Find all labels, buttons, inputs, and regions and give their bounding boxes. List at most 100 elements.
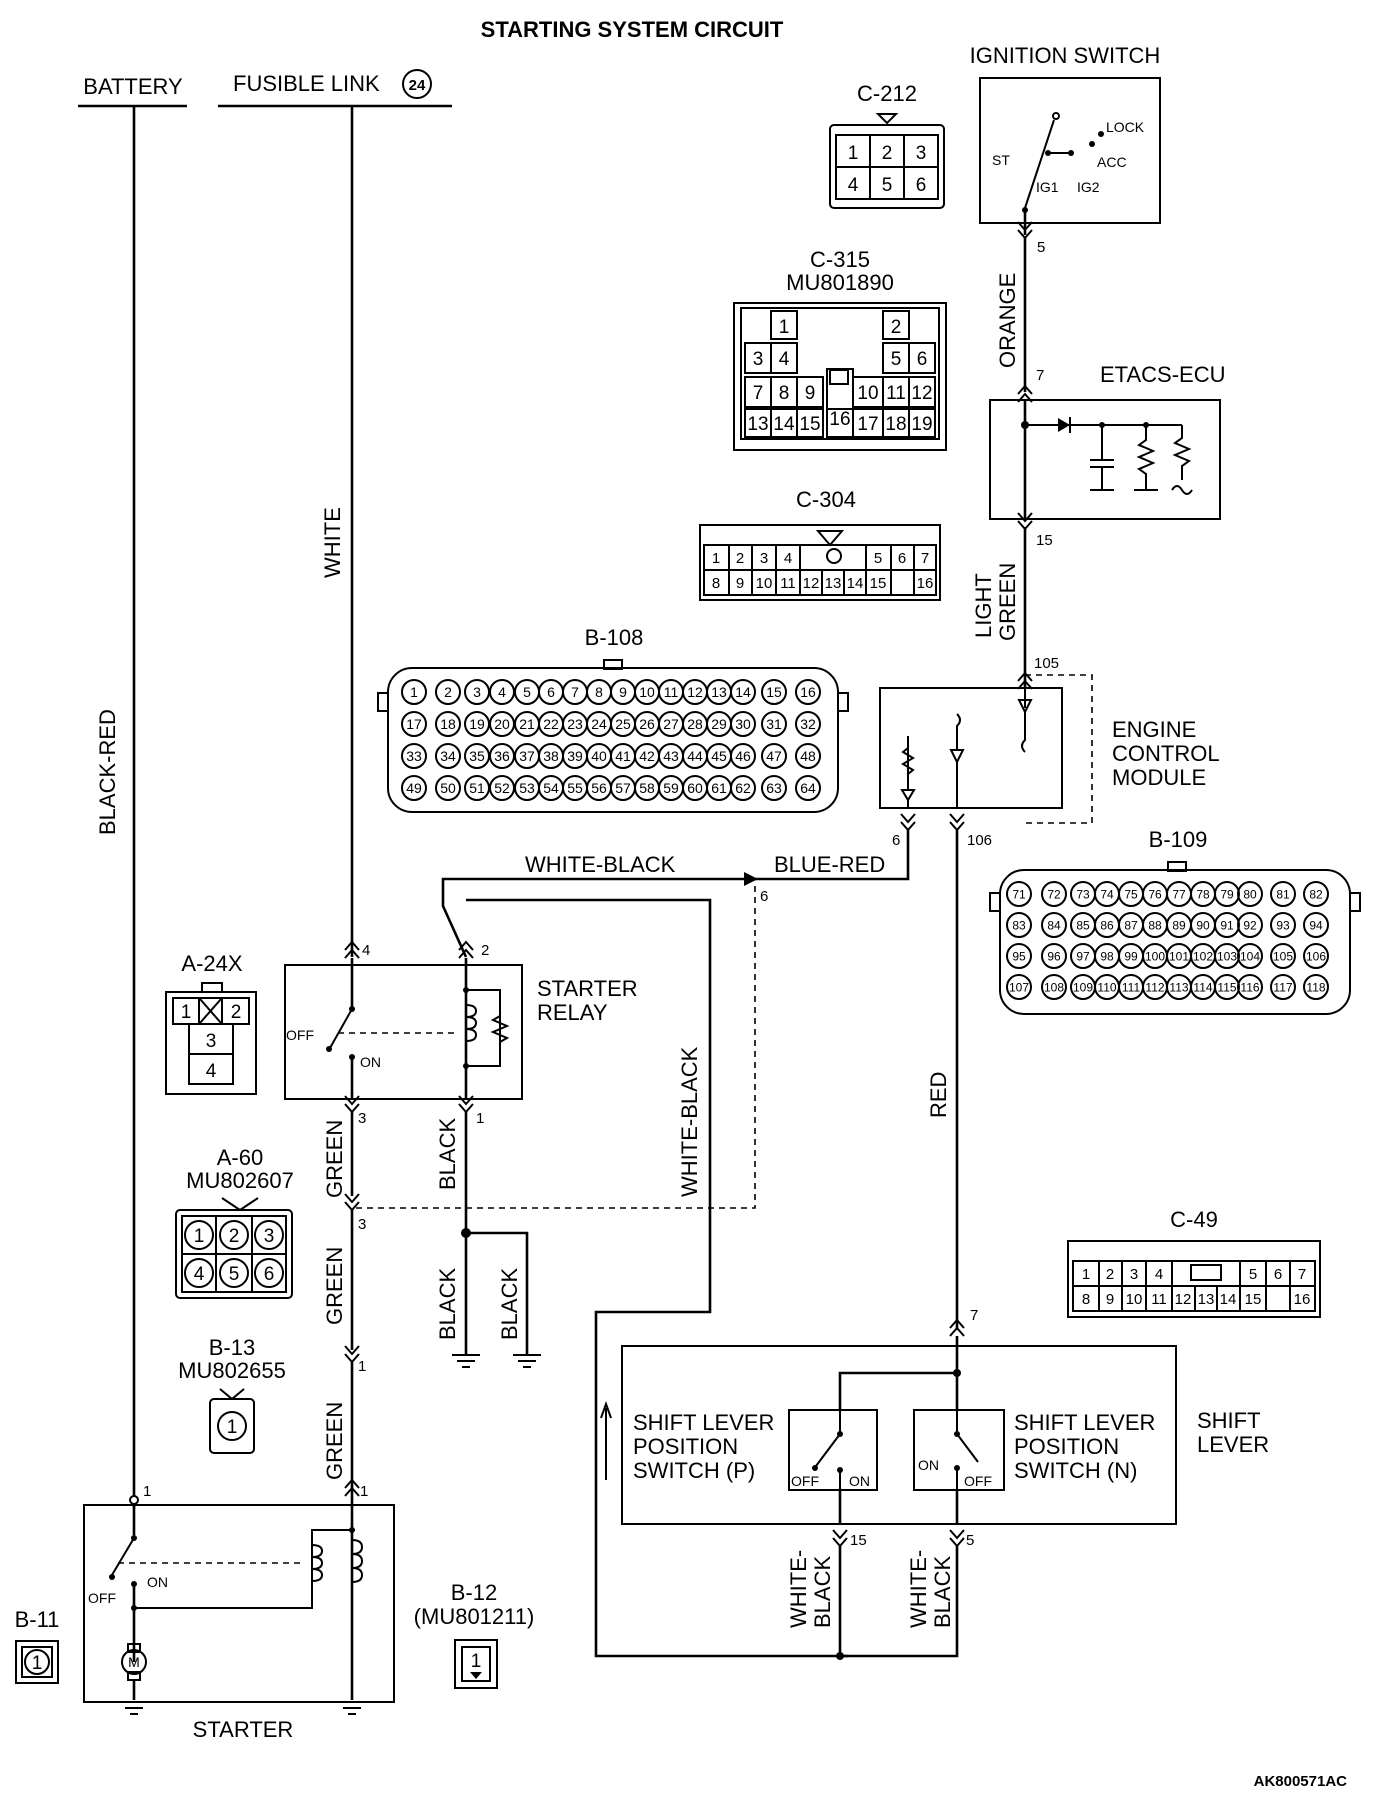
pin-circle xyxy=(435,743,461,769)
wb-split-n-1: WHITE- xyxy=(906,1550,931,1628)
ign-acc: ACC xyxy=(1097,154,1127,170)
c315-cell: 14 xyxy=(773,414,795,435)
pin-number: 36 xyxy=(494,748,510,764)
shift-lever-line2: LEVER xyxy=(1197,1432,1269,1457)
ground-symbol xyxy=(338,1701,366,1715)
connector-b13: B-13 MU802655 1 xyxy=(178,1335,286,1454)
pin-number: 82 xyxy=(1309,887,1323,901)
pin-number: 7 xyxy=(571,684,579,700)
c49-cell: 8 xyxy=(1082,1291,1090,1308)
orange-wire-label: ORANGE xyxy=(995,273,1020,368)
pin-number: 49 xyxy=(406,780,422,796)
pin-number: 47 xyxy=(766,748,782,764)
etacs-pin-7: 7 xyxy=(1036,367,1044,384)
pin-number: 45 xyxy=(711,748,727,764)
ign-lock: LOCK xyxy=(1106,119,1145,135)
c49-cell: 1 xyxy=(1082,1266,1090,1283)
pin-circle xyxy=(1270,912,1296,938)
connector-a24x: A-24X 1 2 3 4 xyxy=(165,951,257,1095)
pin-circle xyxy=(1237,974,1263,1000)
pin-number: 105 xyxy=(1273,949,1293,963)
pin-number: 19 xyxy=(469,716,485,732)
ign-ig2: IG2 xyxy=(1077,179,1100,195)
relay-pin-3: 3 xyxy=(358,1110,366,1127)
pin-circle xyxy=(1006,881,1032,907)
c315-cell: 15 xyxy=(799,414,820,435)
relay-pin-1: 1 xyxy=(476,1110,484,1127)
pin-circle xyxy=(795,679,821,705)
pin-circle xyxy=(435,775,461,801)
pin-number: 60 xyxy=(687,780,703,796)
pin-number: 98 xyxy=(1100,949,1114,963)
switch-p-line2: POSITION xyxy=(633,1434,738,1459)
switch-p-line1: SHIFT LEVER xyxy=(633,1410,774,1435)
pin-number: 29 xyxy=(711,716,727,732)
c49-cell: 16 xyxy=(1294,1291,1311,1308)
c49-cell: 4 xyxy=(1155,1266,1163,1283)
c49-cell: 6 xyxy=(1274,1266,1282,1283)
c304-cell: 11 xyxy=(780,575,796,592)
pin-circle xyxy=(1303,943,1329,969)
c315-cell: 18 xyxy=(885,414,906,435)
c315-cell: 4 xyxy=(779,349,790,370)
c49-cell: 7 xyxy=(1298,1266,1306,1283)
pin-number: 77 xyxy=(1172,887,1186,901)
pin-number: 48 xyxy=(800,748,816,764)
b13-cell: 1 xyxy=(227,1417,238,1438)
pin-number: 21 xyxy=(519,716,535,732)
pin-number: 46 xyxy=(735,748,751,764)
pin-number: 63 xyxy=(766,780,782,796)
pin-number: 38 xyxy=(543,748,559,764)
relay-line1: STARTER xyxy=(537,976,638,1001)
pin-number: 73 xyxy=(1076,887,1090,901)
ground-symbol xyxy=(120,1701,148,1715)
b12-cell: 1 xyxy=(471,1651,482,1672)
pin-number: 10 xyxy=(639,684,655,700)
pin-number: 110 xyxy=(1097,980,1116,994)
battery-source: BATTERY xyxy=(78,74,187,108)
pin-number: 116 xyxy=(1240,980,1259,994)
pin-number: 1 xyxy=(410,684,418,700)
c315-cell: 13 xyxy=(747,414,768,435)
c315-cell: 11 xyxy=(886,383,906,404)
pin-number: 18 xyxy=(440,716,456,732)
pin-number: 40 xyxy=(591,748,607,764)
green-label-1: GREEN xyxy=(322,1120,347,1198)
c315-cell: 7 xyxy=(753,383,764,404)
pin-number: 61 xyxy=(711,780,727,796)
light-green-label-2: GREEN xyxy=(995,563,1020,641)
pin-number: 41 xyxy=(615,748,631,764)
pin-number: 33 xyxy=(406,748,422,764)
pin-number: 92 xyxy=(1243,918,1257,932)
c304-cell: 13 xyxy=(825,575,842,592)
black-red-wire-label: BLACK-RED xyxy=(95,709,120,835)
pin-number: 31 xyxy=(766,716,782,732)
relay-off: OFF xyxy=(286,1027,314,1043)
wb-split-p-2: BLACK xyxy=(810,1556,835,1628)
c212-cell: 6 xyxy=(916,175,927,196)
pin-number: 75 xyxy=(1124,887,1138,901)
ecm-pin-106: 106 xyxy=(967,832,992,849)
pin-number: 12 xyxy=(687,684,703,700)
c212-cell: 2 xyxy=(882,143,893,164)
pin-number: 97 xyxy=(1076,949,1090,963)
c49-cell: 14 xyxy=(1220,1291,1237,1308)
b12-part: (MU801211) xyxy=(414,1604,535,1629)
wb-split-p-1: WHITE- xyxy=(786,1550,811,1628)
b13-part: MU802655 xyxy=(178,1358,286,1383)
pin-number: 87 xyxy=(1124,918,1138,932)
pin-circle xyxy=(219,1220,249,1250)
pin-circle xyxy=(1006,943,1032,969)
battery-label: BATTERY xyxy=(83,74,183,99)
pin-number: 106 xyxy=(1306,949,1326,963)
pin-number: 111 xyxy=(1122,980,1141,994)
pin-number: 53 xyxy=(519,780,535,796)
c212-cell: 1 xyxy=(848,143,859,164)
ecm-line3: MODULE xyxy=(1112,765,1206,790)
ignition-switch: IGNITION SWITCH ST LOCK ACC IG1 IG2 xyxy=(970,43,1161,224)
shift-lever: SHIFT LEVER SHIFT LEVER POSITION SWITCH … xyxy=(600,1336,1269,1525)
c315-label: C-315 xyxy=(810,247,870,272)
